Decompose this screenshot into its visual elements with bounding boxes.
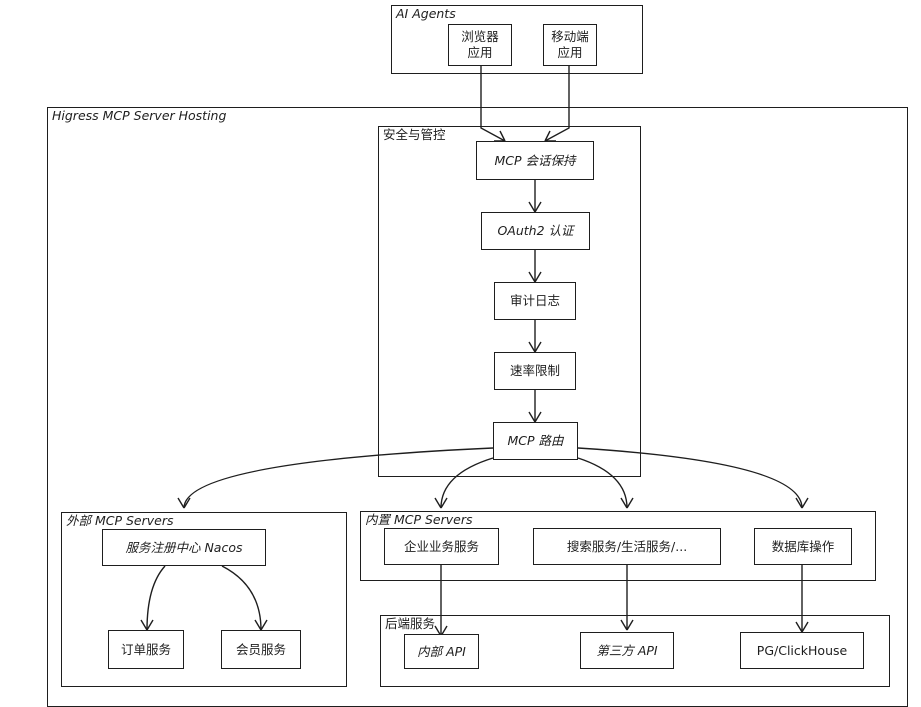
node-internal-api: 内部 API: [404, 634, 479, 669]
group-title-external-mcp: 外部 MCP Servers: [66, 513, 174, 528]
node-audit-log: 审计日志: [494, 282, 576, 320]
node-oauth2: OAuth2 认证: [481, 212, 590, 250]
node-mobile-app: 移动端 应用: [543, 24, 597, 66]
node-service-registry: 服务注册中心 Nacos: [102, 529, 266, 566]
node-order-service: 订单服务: [108, 630, 184, 669]
group-title-builtin-mcp: 内置 MCP Servers: [365, 512, 473, 527]
node-search-service: 搜索服务/生活服务/...: [533, 528, 721, 565]
group-ai-agents: AI Agents: [391, 5, 643, 74]
node-browser-app: 浏览器 应用: [448, 24, 512, 66]
group-builtin-mcp: 内置 MCP Servers: [360, 511, 876, 581]
node-pg-clickhouse: PG/ClickHouse: [740, 632, 864, 669]
node-database-ops: 数据库操作: [754, 528, 852, 565]
group-security: 安全与管控: [378, 126, 641, 477]
node-rate-limit: 速率限制: [494, 352, 576, 390]
node-mcp-session: MCP 会话保持: [476, 141, 594, 180]
group-external-mcp: 外部 MCP Servers: [61, 512, 347, 687]
group-title-ai-agents: AI Agents: [396, 6, 456, 21]
group-backend: 后端服务: [380, 615, 890, 687]
group-title-security: 安全与管控: [383, 127, 446, 142]
node-third-party-api: 第三方 API: [580, 632, 674, 669]
group-title-higress-hosting: Higress MCP Server Hosting: [52, 108, 227, 123]
node-member-service: 会员服务: [221, 630, 301, 669]
node-enterprise-service: 企业业务服务: [384, 528, 499, 565]
node-mcp-routing: MCP 路由: [493, 422, 578, 460]
group-title-backend: 后端服务: [385, 616, 436, 631]
